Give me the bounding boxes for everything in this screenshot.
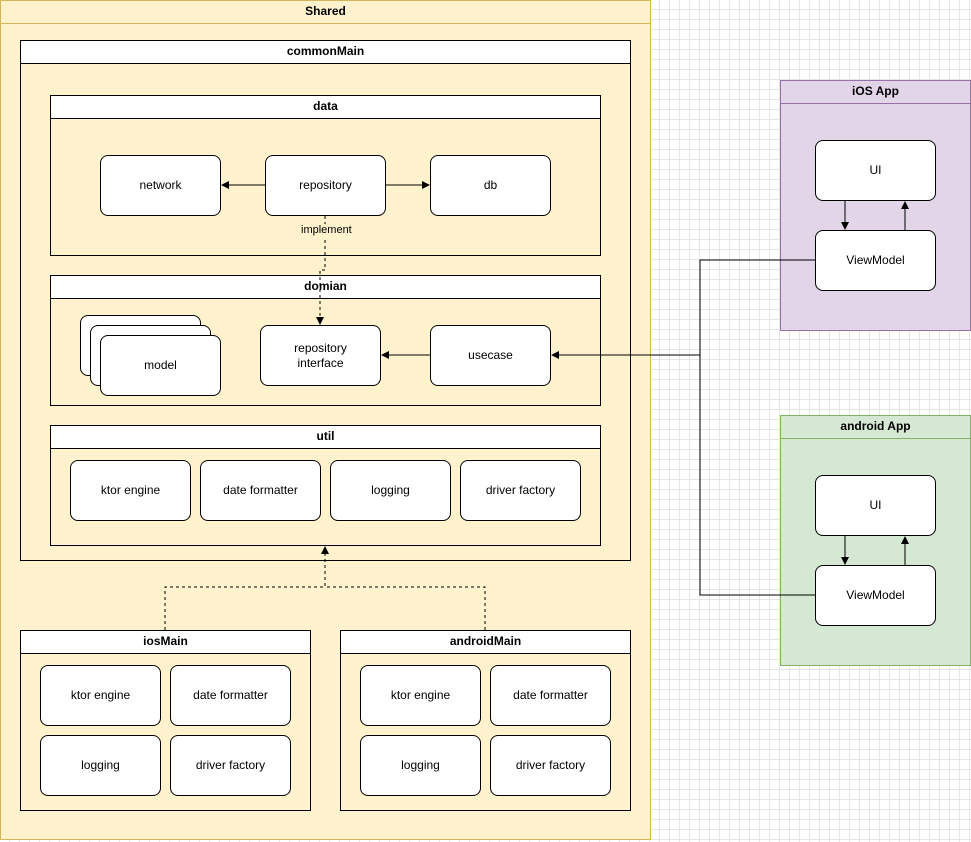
ios-ktor-engine-box[interactable]: ktor engine — [40, 665, 161, 726]
ios-driver-factory-box[interactable]: driver factory — [170, 735, 291, 796]
util-logging-box[interactable]: logging — [330, 460, 451, 521]
ios-viewmodel-box[interactable]: ViewModel — [815, 230, 936, 291]
ios-app-container: iOS App — [780, 80, 971, 331]
util-package-title: util — [51, 426, 600, 449]
ios-main-title: iosMain — [21, 631, 310, 654]
shared-title: Shared — [1, 1, 650, 24]
android-date-formatter-box[interactable]: date formatter — [490, 665, 611, 726]
android-logging-box[interactable]: logging — [360, 735, 481, 796]
repository-box[interactable]: repository — [265, 155, 386, 216]
util-driver-factory-box[interactable]: driver factory — [460, 460, 581, 521]
repository-interface-label: repository interface — [294, 340, 347, 370]
domain-package-title: domian — [51, 276, 600, 299]
usecase-box[interactable]: usecase — [430, 325, 551, 386]
implement-label: implement — [299, 224, 354, 237]
android-main-title: androidMain — [341, 631, 630, 654]
repository-interface-box[interactable]: repository interface — [260, 325, 381, 386]
android-driver-factory-box[interactable]: driver factory — [490, 735, 611, 796]
android-app-container: android App — [780, 415, 971, 666]
ios-logging-box[interactable]: logging — [40, 735, 161, 796]
android-ui-box[interactable]: UI — [815, 475, 936, 536]
ios-ui-box[interactable]: UI — [815, 140, 936, 201]
data-package-title: data — [51, 96, 600, 119]
util-date-formatter-box[interactable]: date formatter — [200, 460, 321, 521]
network-box[interactable]: network — [100, 155, 221, 216]
android-app-title: android App — [781, 416, 970, 439]
ios-date-formatter-box[interactable]: date formatter — [170, 665, 291, 726]
ios-app-title: iOS App — [781, 81, 970, 104]
android-viewmodel-box[interactable]: ViewModel — [815, 565, 936, 626]
android-ktor-engine-box[interactable]: ktor engine — [360, 665, 481, 726]
model-box[interactable]: model — [100, 335, 221, 396]
db-box[interactable]: db — [430, 155, 551, 216]
common-main-title: commonMain — [21, 41, 630, 64]
util-ktor-engine-box[interactable]: ktor engine — [70, 460, 191, 521]
